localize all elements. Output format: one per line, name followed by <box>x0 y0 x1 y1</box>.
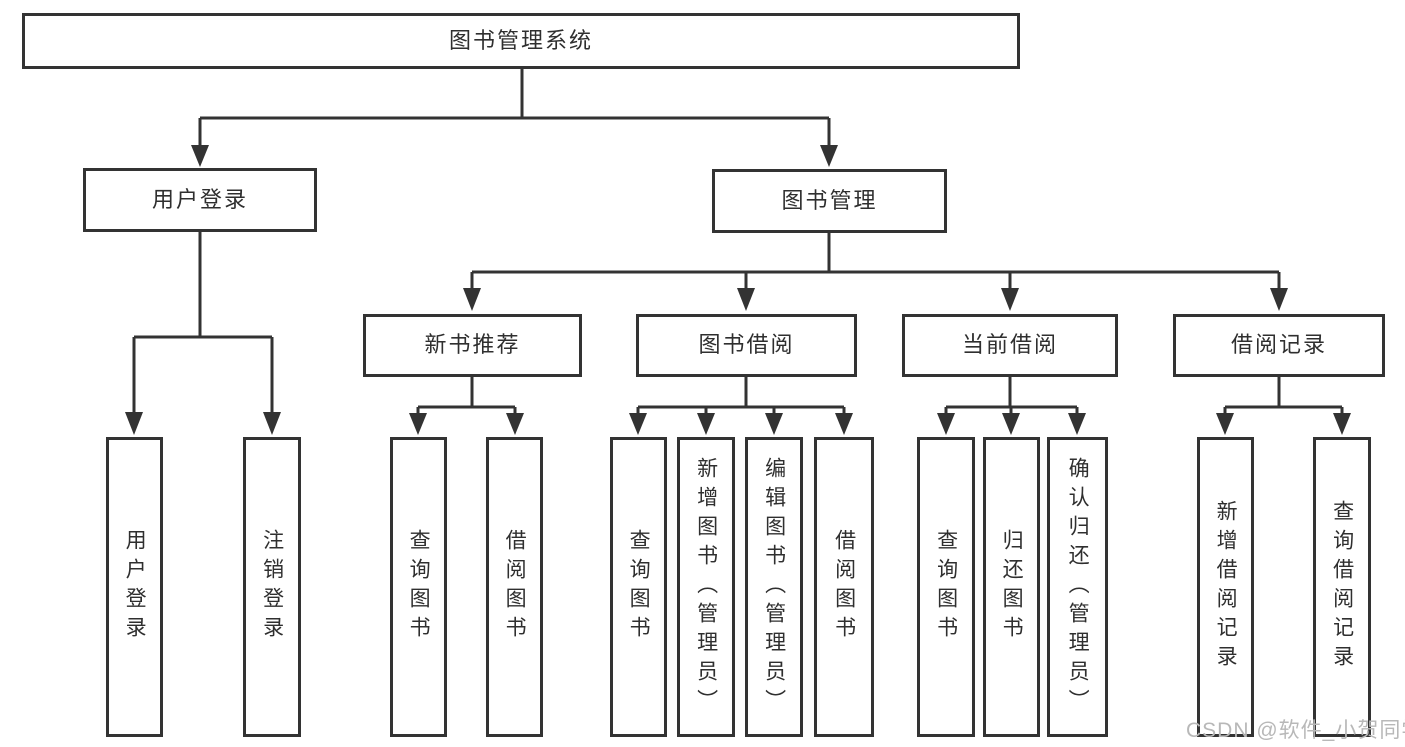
node-new-book-recommend: 新书推荐 <box>363 314 582 377</box>
leaf-confirm-return-admin: 确认归还（管理员） <box>1047 437 1108 737</box>
leaf-user-login: 用户登录 <box>106 437 163 737</box>
node-current-borrow: 当前借阅 <box>902 314 1118 377</box>
leaf-borrow-book: 借阅图书 <box>814 437 874 737</box>
leaf-add-borrow-record: 新增借阅记录 <box>1197 437 1254 737</box>
leaf-query-book-recommend: 查询图书 <box>390 437 447 737</box>
leaf-query-borrow-record: 查询借阅记录 <box>1313 437 1371 737</box>
node-book-borrow: 图书借阅 <box>636 314 857 377</box>
node-user-login-branch: 用户登录 <box>83 168 317 232</box>
node-borrow-record: 借阅记录 <box>1173 314 1385 377</box>
leaf-edit-book-admin: 编辑图书（管理员） <box>745 437 803 737</box>
leaf-logout: 注销登录 <box>243 437 301 737</box>
leaf-add-book-admin: 新增图书（管理员） <box>677 437 735 737</box>
leaf-query-book-current: 查询图书 <box>917 437 975 737</box>
node-book-management: 图书管理 <box>712 169 947 233</box>
node-root-system: 图书管理系统 <box>22 13 1020 69</box>
leaf-borrow-book-recommend: 借阅图书 <box>486 437 543 737</box>
csdn-watermark: CSDN @软件_小贺同学 <box>1186 719 1405 742</box>
arrowheads <box>125 145 1351 435</box>
leaf-query-book-borrow: 查询图书 <box>610 437 667 737</box>
leaf-return-book: 归还图书 <box>983 437 1040 737</box>
